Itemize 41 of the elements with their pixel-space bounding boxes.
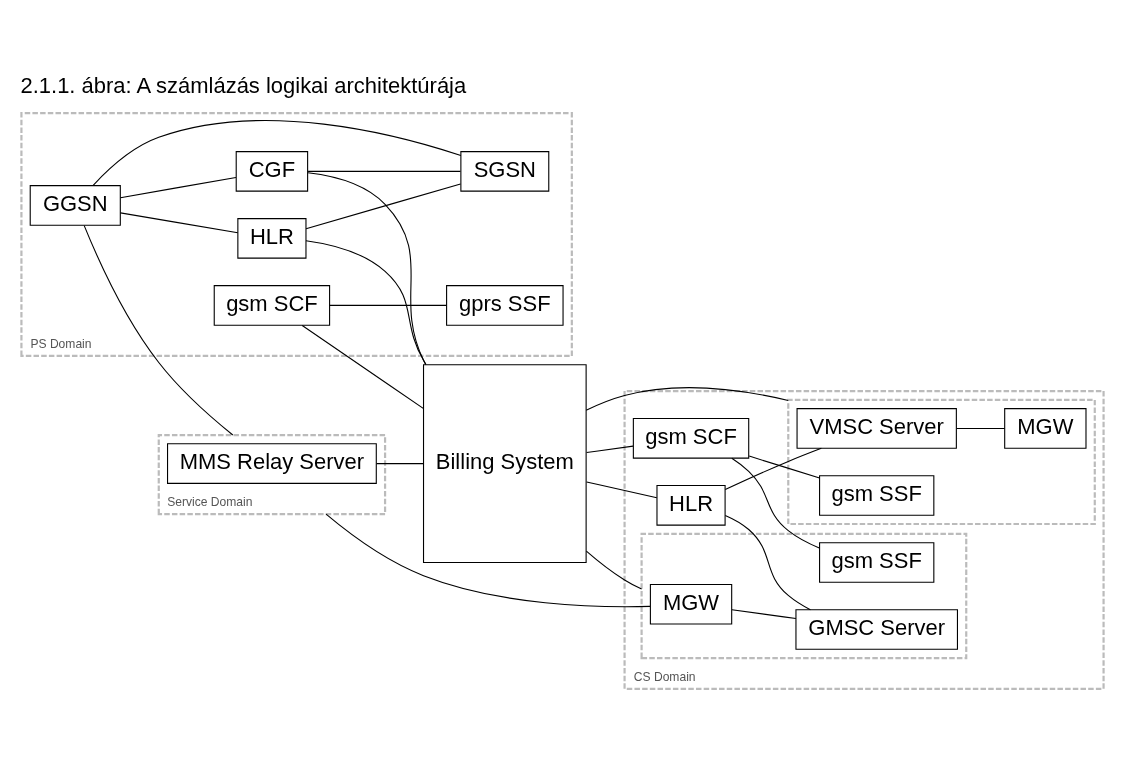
node-box: MMS Relay Server	[167, 443, 377, 484]
connector	[307, 172, 427, 366]
node-box: Billing System	[422, 364, 587, 564]
node-box: HLR	[656, 485, 726, 526]
connector	[585, 387, 789, 411]
connector	[586, 445, 634, 454]
connector	[305, 240, 427, 365]
cluster	[640, 532, 968, 660]
connector	[748, 455, 821, 479]
connector	[305, 183, 462, 230]
connector	[585, 550, 643, 590]
node-box: gsm SCF	[632, 418, 750, 459]
node-box: SGSN	[460, 151, 550, 192]
connector	[83, 225, 234, 436]
node-box: GMSC Server	[795, 609, 958, 650]
diagram-title: 2.1.1. ábra: A számlázás logikai architektúrája	[20, 73, 467, 99]
connector	[586, 481, 658, 499]
connector	[724, 447, 822, 491]
node-box: MGW	[649, 583, 733, 625]
node-box: GGSN	[29, 185, 121, 226]
connector	[301, 324, 424, 409]
node-box: gsm SSF	[819, 475, 935, 516]
connector	[92, 120, 462, 187]
node-box: HLR	[237, 218, 307, 259]
connector	[376, 463, 424, 465]
connector	[307, 170, 462, 172]
connector	[325, 513, 651, 608]
node-box: CGF	[235, 151, 309, 192]
connector	[724, 514, 811, 611]
connector	[119, 212, 239, 234]
connector	[731, 457, 820, 549]
node-box: gprs SSF	[446, 285, 564, 326]
connector	[119, 176, 237, 199]
connector	[731, 609, 797, 620]
node-box: VMSC Server	[796, 408, 957, 449]
node-box: gsm SCF	[213, 285, 331, 326]
cluster	[787, 398, 1096, 526]
node-box: gsm SSF	[819, 542, 935, 583]
node-box: MGW	[1004, 408, 1087, 449]
connector	[329, 304, 447, 306]
connector	[956, 427, 1006, 429]
